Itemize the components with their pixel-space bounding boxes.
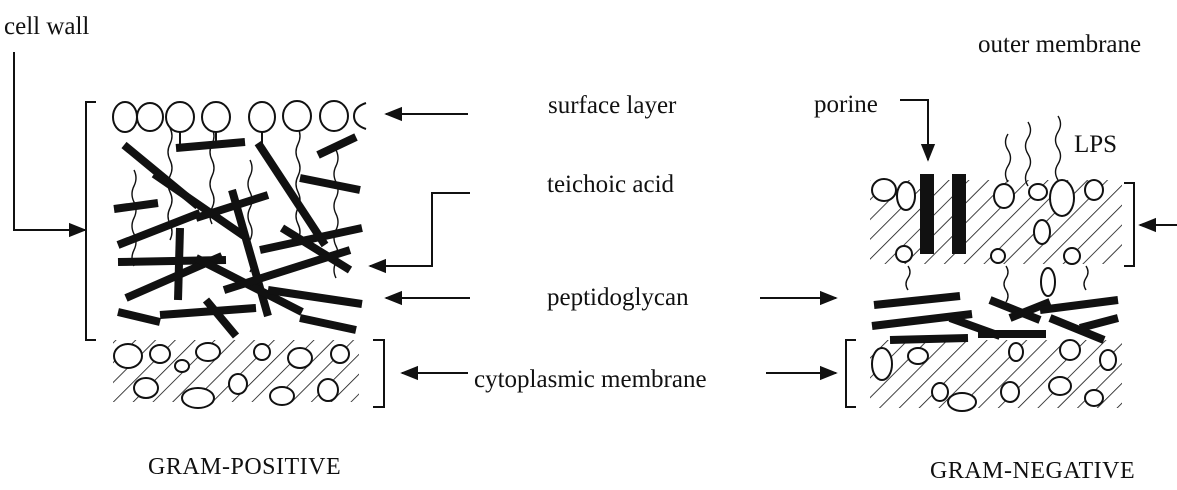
- peptidoglycan-label: peptidoglycan: [547, 284, 689, 311]
- porine-label: porine: [814, 91, 878, 118]
- cell-wall-label: cell wall: [4, 13, 89, 40]
- gp-peptidoglycan-rods: [114, 137, 362, 336]
- teichoic-acid-arrow: [370, 193, 470, 266]
- porine-arrow: [900, 100, 928, 160]
- gn-peptidoglycan-rods: [872, 296, 1118, 340]
- gram-positive-wall: [113, 101, 366, 408]
- cell-wall-bracket: [86, 102, 96, 340]
- lps-label: LPS: [1074, 131, 1117, 158]
- outer-membrane-bracket: [1124, 183, 1134, 266]
- gram-positive-caption: GRAM-POSITIVE: [148, 454, 341, 480]
- teichoic-acid-label: teichoic acid: [547, 171, 675, 198]
- gram-negative-wall: [870, 116, 1122, 411]
- cyto-bracket-negative: [846, 340, 856, 407]
- gn-lps-chains: [1006, 116, 1061, 186]
- cytoplasmic-membrane-label: cytoplasmic membrane: [474, 366, 707, 393]
- surface-layer-label: surface layer: [548, 92, 677, 119]
- outer-membrane-label: outer membrane: [978, 31, 1141, 58]
- cell-wall-arrow: [14, 52, 85, 230]
- cyto-bracket-positive: [373, 340, 384, 407]
- gram-negative-caption: GRAM-NEGATIVE: [930, 458, 1135, 484]
